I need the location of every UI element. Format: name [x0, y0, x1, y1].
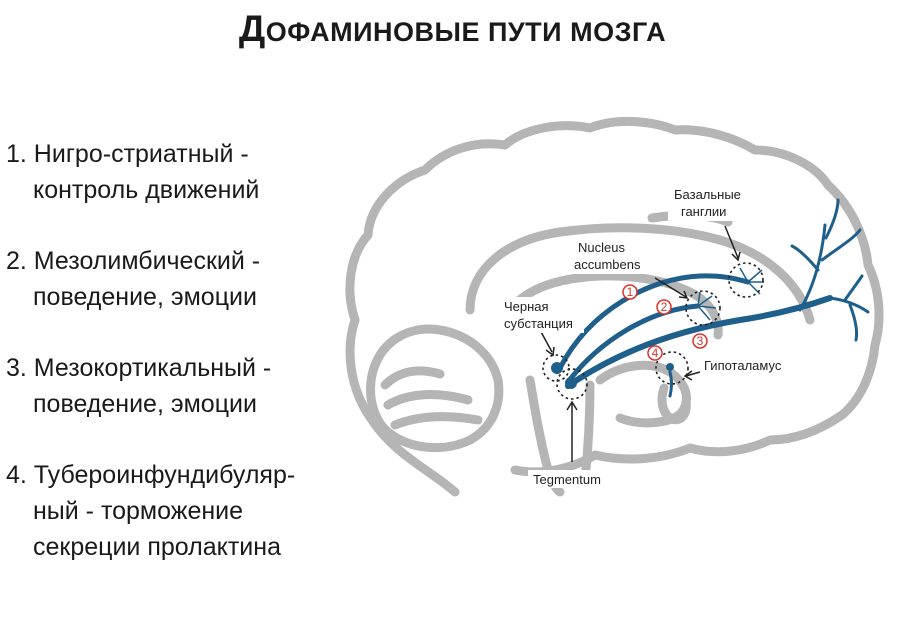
tegmentum-label: Tegmentum	[533, 472, 601, 487]
corpus-callosum-inner	[500, 271, 723, 340]
basal-ganglia-label-1: Базальные	[674, 187, 741, 202]
marker-1-circle	[622, 284, 638, 300]
marker-1-text: 1	[627, 285, 634, 299]
marker-3-circle	[692, 333, 708, 349]
substantia-nigra-circle	[542, 354, 570, 382]
basal-ganglia-label-2: ганглии	[681, 204, 726, 219]
pathway-4-line-3: секреции пролактина	[33, 533, 281, 561]
cerebellum-outline	[366, 324, 504, 453]
cerebellum-folia	[380, 366, 483, 430]
pathway-1-line-2: контроль движений	[33, 176, 260, 204]
arrows	[539, 225, 741, 462]
brainstem	[525, 375, 565, 497]
pathway-item-3: 3. Мезокортикальный - поведение, эмоции	[6, 350, 326, 422]
hypothalamus-body	[666, 363, 674, 371]
nucleus-accumbens-arrow	[654, 277, 687, 298]
cortex-outline	[345, 117, 884, 497]
pathway-4-line-2: ный - торможение	[33, 497, 244, 525]
nucleus-accumbens-terminals	[697, 291, 717, 321]
substantia-label-1: Черная	[504, 299, 549, 314]
basal-ganglia-arrowhead	[731, 251, 741, 262]
cortical-branch-lower	[828, 274, 870, 342]
pathways-list: 1. Нигро-стриатный - контроль движений 2…	[6, 136, 326, 600]
thalamus-outline	[595, 360, 691, 428]
slide-title: ДОФАМИНОВЫЕ ПУТИ МОЗГА	[0, 8, 905, 50]
substantia-label-bg	[500, 297, 584, 333]
marker-3-text: 3	[697, 334, 704, 348]
pathway-2-line-1: 2. Мезолимбический -	[6, 247, 261, 275]
basal-ganglia-label-bg	[668, 185, 754, 221]
marker-2-circle	[656, 299, 672, 315]
pathway-4-line-1: 4. Тубероинфундибуляр-	[6, 461, 296, 489]
nucleus-label-1: Nucleus	[578, 240, 625, 255]
mesocortical-pathway	[565, 295, 833, 389]
hypothalamus-label-bg	[701, 356, 801, 374]
marker-2-text: 2	[661, 300, 668, 314]
tegmentum-circle	[556, 368, 588, 400]
hypothalamus-label: Гипоталамус	[704, 358, 782, 373]
substantia-nigra-arrowhead	[545, 346, 555, 357]
hypothalamus-arrowhead	[683, 370, 693, 381]
neuron-bodies	[551, 362, 674, 389]
marker-4-text: 4	[652, 346, 659, 360]
basal-ganglia-arrow	[724, 225, 739, 259]
substantia-nigra-body	[551, 362, 563, 374]
tegmentum-body	[565, 377, 577, 389]
marker-4-circle	[647, 345, 663, 361]
cortical-branch-upper	[790, 198, 862, 312]
substantia-label-2: субстанция	[504, 316, 573, 331]
title-rest: ОФАМИНОВЫЕ ПУТИ МОЗГА	[265, 17, 667, 47]
pathway-2-line-2: поведение, эмоции	[33, 283, 257, 311]
tuberoinfundibular-pathway	[668, 370, 673, 398]
tegmentum-label-bg	[528, 470, 616, 488]
pathway-markers: 1 2 3 4	[622, 284, 708, 361]
hypothalamus-circle	[655, 351, 689, 385]
title-first-letter: Д	[238, 8, 266, 49]
terminal-fans	[697, 267, 764, 321]
region-circles	[542, 262, 764, 400]
pathway-1-line-1: 1. Нигро-стриатный -	[6, 140, 249, 168]
diagram-labels: Базальные ганглии Nucleus accumbens Черн…	[500, 185, 801, 488]
basal-ganglia-terminals	[739, 267, 764, 295]
hypothalamus-arrow	[685, 371, 701, 377]
nucleus-label-2: accumbens	[574, 257, 641, 272]
pituitary-stalk	[657, 383, 691, 425]
pathway-3-line-2: поведение, эмоции	[33, 390, 257, 418]
brainstem-back	[580, 380, 595, 485]
nucleus-accumbens-circle	[685, 290, 721, 326]
nigrostriatal-pathway	[557, 273, 751, 371]
nucleus-label-bg	[568, 238, 658, 274]
substantia-nigra-arrow	[539, 329, 553, 353]
pathway-item-1: 1. Нигро-стриатный - контроль движений	[6, 136, 326, 208]
basal-ganglia-circle	[728, 262, 764, 298]
pathway-item-4: 4. Тубероинфундибуляр- ный - торможение …	[6, 457, 326, 565]
mesolimbic-pathway	[565, 303, 701, 385]
pathway-item-2: 2. Мезолимбический - поведение, эмоции	[6, 243, 326, 315]
nucleus-accumbens-arrowhead	[678, 290, 689, 299]
pathway-3-line-1: 3. Мезокортикальный -	[6, 354, 272, 382]
tegmentum-arrowhead	[566, 400, 578, 411]
corpus-callosum-outer	[465, 223, 815, 325]
dopamine-pathways	[557, 198, 870, 398]
